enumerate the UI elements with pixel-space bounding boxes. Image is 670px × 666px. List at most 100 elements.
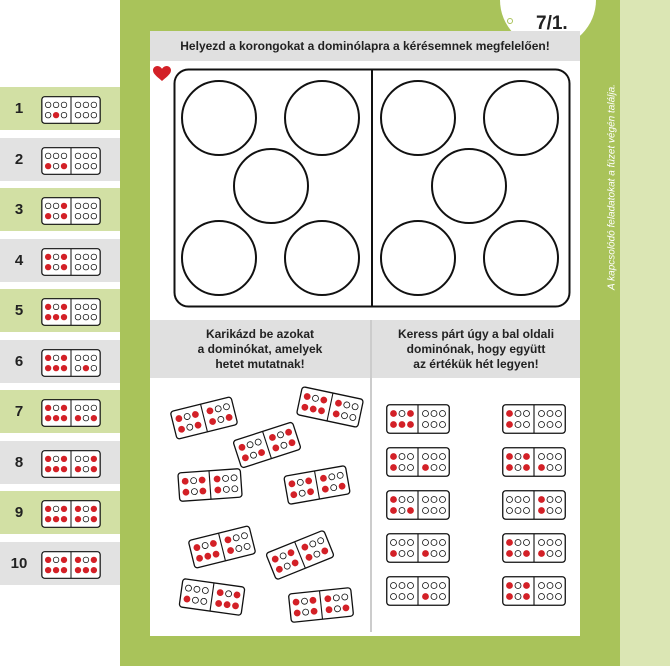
disc-slot[interactable]	[181, 80, 257, 156]
circle-task-domino[interactable]	[177, 468, 243, 502]
pip-empty	[200, 598, 208, 605]
pip-empty	[74, 455, 82, 462]
pip-filled	[204, 552, 212, 560]
pair-right-domino[interactable]	[502, 533, 566, 563]
disc-slot[interactable]	[431, 148, 507, 224]
pip-filled	[390, 453, 397, 460]
circle-task-domino[interactable]	[288, 587, 354, 623]
reference-domino[interactable]	[41, 449, 101, 478]
circle-task-domino[interactable]	[178, 578, 246, 616]
circle-task-domino[interactable]	[233, 421, 301, 469]
pip-filled	[60, 202, 68, 210]
pip-empty	[514, 593, 522, 600]
pip-filled	[60, 465, 68, 472]
reference-domino[interactable]	[41, 146, 101, 175]
pip-empty	[74, 202, 82, 210]
pip-empty	[90, 364, 98, 371]
disc-slot[interactable]	[233, 148, 309, 224]
pip-empty	[82, 313, 90, 321]
pip-empty	[279, 552, 287, 560]
pip-filled	[181, 477, 189, 485]
side-row-domino	[41, 550, 101, 579]
pip-filled	[90, 566, 98, 573]
disc-slot[interactable]	[483, 80, 559, 156]
pair-task-domino-wrap	[502, 404, 566, 434]
reference-domino[interactable]	[41, 348, 101, 377]
pair-right-domino[interactable]	[502, 576, 566, 606]
reference-domino[interactable]	[41, 197, 101, 225]
pair-task-domino-wrap	[502, 490, 566, 520]
pip-filled	[288, 480, 296, 488]
pip-empty	[407, 453, 414, 460]
pip-empty	[546, 410, 554, 417]
pip-filled	[44, 313, 52, 321]
domino-divider	[208, 470, 212, 500]
pip-filled	[82, 566, 90, 573]
pip-filled	[60, 212, 68, 220]
pip-empty	[351, 403, 359, 411]
disc-slot[interactable]	[284, 220, 360, 296]
reference-domino[interactable]	[41, 399, 101, 427]
circle-task-domino[interactable]	[283, 465, 351, 505]
reference-domino[interactable]	[41, 500, 101, 528]
pip-empty	[44, 152, 52, 159]
pip-filled	[258, 449, 265, 456]
pip-empty	[422, 496, 429, 503]
pair-left-domino[interactable]	[386, 447, 450, 477]
side-row-domino	[41, 348, 101, 377]
side-row: 5	[0, 289, 120, 332]
disc-slot[interactable]	[483, 220, 559, 296]
reference-domino[interactable]	[41, 247, 101, 276]
pair-left-domino[interactable]	[386, 576, 450, 606]
pip-empty	[241, 532, 248, 540]
pip-empty	[546, 593, 554, 600]
pip-filled	[275, 565, 283, 573]
tab-dot	[507, 18, 513, 24]
reference-domino[interactable]	[41, 96, 101, 124]
pip-filled	[74, 515, 82, 523]
disc-slot[interactable]	[380, 220, 456, 296]
pair-left-domino[interactable]	[386, 490, 450, 520]
pip-empty	[44, 101, 52, 109]
circle-task-domino[interactable]	[296, 386, 364, 428]
pair-right-domino[interactable]	[502, 404, 566, 434]
pip-empty	[546, 582, 554, 589]
pip-empty	[298, 489, 306, 497]
reference-domino[interactable]	[41, 298, 101, 326]
disc-slot[interactable]	[380, 80, 456, 156]
pip-empty	[90, 303, 98, 311]
circle-task-domino[interactable]	[265, 530, 335, 580]
domino-divider	[200, 404, 208, 432]
pip-filled	[60, 515, 68, 523]
big-domino-right-half	[380, 80, 559, 296]
circle-task-title-line: hetet mutatnak!	[215, 356, 305, 371]
pip-empty	[336, 471, 344, 479]
pip-empty	[398, 550, 406, 557]
pip-empty	[74, 253, 82, 260]
pair-left-domino[interactable]	[386, 404, 450, 434]
pair-task-title-line: az értékük hét legyen!	[413, 356, 539, 371]
pair-task-domino-wrap	[386, 447, 450, 477]
pip-filled	[407, 410, 414, 417]
pair-left-domino[interactable]	[386, 533, 450, 563]
pair-task-domino-wrap	[502, 576, 566, 606]
disc-slot[interactable]	[181, 220, 257, 296]
pip-filled	[60, 414, 68, 422]
pair-right-domino[interactable]	[502, 490, 566, 520]
pip-empty	[555, 507, 562, 514]
pip-filled	[60, 455, 68, 462]
circle-task-domino[interactable]	[188, 525, 256, 569]
pip-empty	[90, 202, 98, 210]
circle-task-domino[interactable]	[170, 396, 238, 440]
pip-empty	[341, 593, 349, 601]
reference-domino[interactable]	[41, 550, 101, 579]
pair-right-domino[interactable]	[502, 447, 566, 477]
pip-empty	[430, 453, 438, 460]
pip-empty	[82, 556, 90, 563]
pip-filled	[338, 482, 346, 490]
pip-filled	[506, 539, 513, 546]
pip-empty	[430, 593, 438, 600]
pip-filled	[506, 453, 513, 460]
pair-task-domino-wrap	[502, 533, 566, 563]
disc-slot[interactable]	[284, 80, 360, 156]
